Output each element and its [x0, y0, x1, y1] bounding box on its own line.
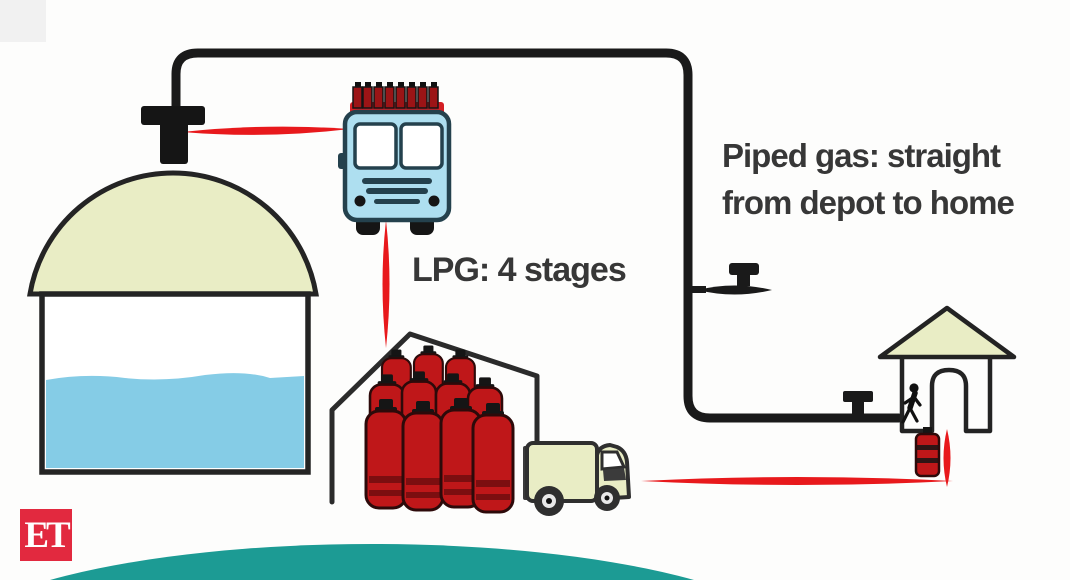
- home-icon: [877, 305, 1017, 478]
- truck-cylinders: [352, 82, 439, 109]
- cylinder-truck-icon: [338, 82, 452, 235]
- et-logo-text: ET: [24, 514, 70, 556]
- lpg-caption: LPG: 4 stages: [412, 251, 626, 289]
- piped-caption-line2: from depot to home: [722, 184, 1014, 221]
- home-valve-icon: [843, 391, 873, 415]
- ground-hill: [50, 544, 694, 580]
- piped-caption-line1: Piped gas: straight: [722, 137, 1001, 174]
- et-logo: ET: [20, 509, 72, 561]
- home-cylinder-icon: [914, 427, 941, 478]
- tank-valve-icon: [141, 106, 205, 164]
- route-tank-to-truck: [182, 126, 350, 135]
- route-home-riser: [943, 429, 951, 487]
- route-truck-to-warehouse: [382, 220, 390, 348]
- warehouse-cylinders: [364, 344, 515, 514]
- route-van-to-home: [641, 477, 953, 485]
- pipeline-valve-icon: [690, 263, 772, 295]
- corner-shade: [0, 0, 46, 42]
- cylinder-warehouse-icon: [329, 331, 540, 514]
- delivery-van-icon: [523, 441, 631, 516]
- gas-pipeline-icon: [171, 48, 904, 423]
- lpg-storage-tank-icon: [27, 106, 319, 475]
- person-icon: [901, 383, 922, 424]
